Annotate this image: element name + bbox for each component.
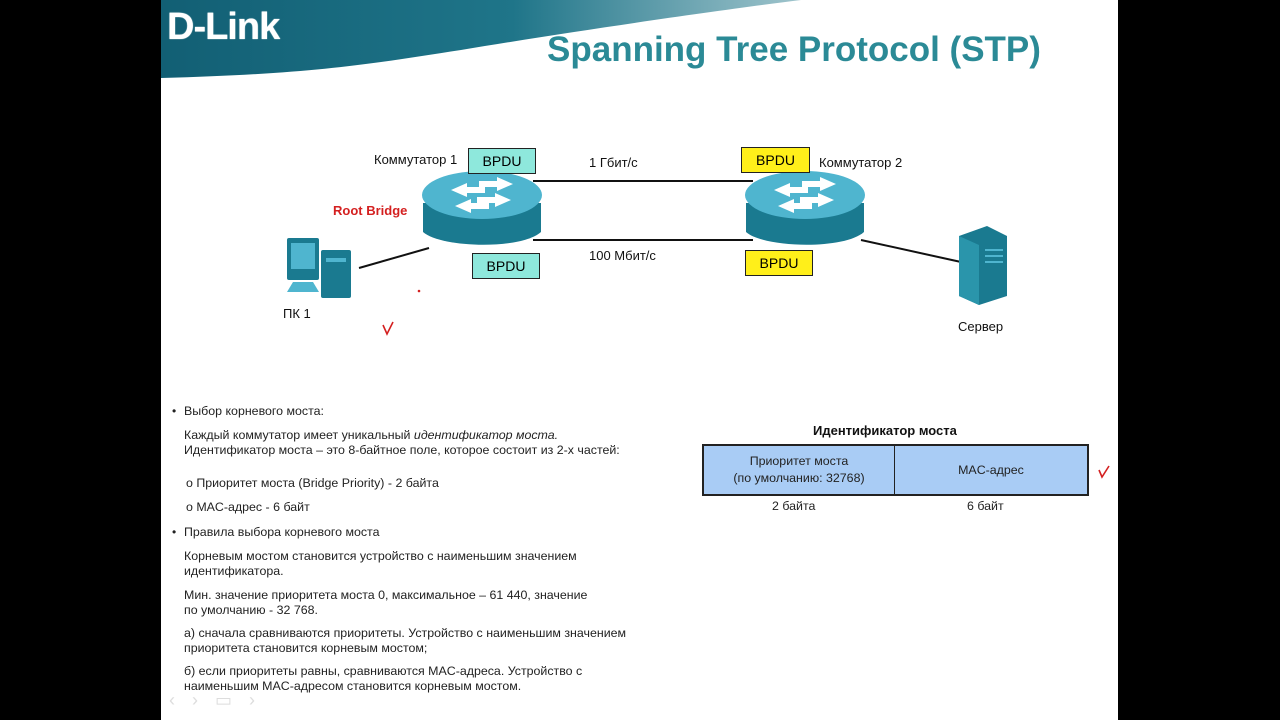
network-diagram (287, 171, 1007, 336)
link-top-label: 1 Гбит/с (589, 155, 638, 170)
switch-2-icon (745, 171, 865, 245)
link-bottom-label: 100 Мбит/с (589, 248, 656, 263)
bpdu-switch1-top: BPDU (468, 148, 536, 174)
cell-priority-line1: Приоритет моста (749, 454, 849, 468)
subitem-mac: o MAC-адрес - 6 байт (186, 500, 310, 514)
bpdu-switch1-bottom: BPDU (472, 253, 540, 279)
link-pc (358, 247, 430, 269)
subitem-priority: o Приоритет моста (Bridge Priority) - 2 … (186, 476, 439, 490)
pc-label: ПК 1 (283, 306, 311, 321)
server-icon (959, 226, 1007, 305)
bpdu-switch2-top: BPDU (741, 147, 810, 173)
size-priority: 2 байта (772, 499, 816, 513)
subitem-mac-text: MAC-адрес - 6 байт (196, 500, 310, 514)
link-server (860, 239, 962, 263)
dlink-logo: D-Link (167, 6, 280, 48)
paragraph-rule-1: Корневым мостом становится устройство с … (184, 549, 577, 578)
slide-nav-icons[interactable]: ‹ › ▭ › (169, 690, 261, 710)
checkmark-icon (382, 321, 394, 336)
bullet-root-selection: Выбор корневого моста: (172, 404, 324, 419)
subitem-priority-text: Приоритет моста (Bridge Priority) - 2 ба… (196, 476, 439, 490)
cell-mac: MAC-адрес (958, 462, 1024, 477)
cell-priority: Приоритет моста (по умолчанию: 32768) (704, 446, 895, 494)
switch-2-label: Коммутатор 2 (819, 155, 903, 170)
paragraph-rule-4: б) если приоритеты равны, сравниваются M… (184, 664, 583, 693)
slide: D-Link Spanning Tree Protocol (STP) (161, 0, 1118, 720)
p1b-text: Идентификатор моста – это 8-байтное поле… (184, 443, 620, 457)
bridge-id-table: Приоритет моста (по умолчанию: 32768) MAC… (702, 444, 1089, 496)
switch-1-label: Коммутатор 1 (374, 152, 458, 167)
p1-italic: идентификатор моста. (413, 428, 559, 442)
table-title: Идентификатор моста (813, 423, 957, 438)
red-dot (417, 289, 421, 293)
root-bridge-label: Root Bridge (333, 203, 408, 218)
paragraph-bridge-id: Каждый коммутатор имеет уникальный идент… (184, 428, 644, 458)
paragraph-rule-2: Мин. значение приоритета моста 0, максим… (184, 588, 588, 617)
switch-1-icon (422, 171, 542, 245)
size-mac: 6 байт (967, 499, 1004, 513)
checkmark-icon (1098, 465, 1110, 479)
paragraph-rule-3: а) сначала сравниваются приоритеты. Устр… (184, 626, 627, 655)
bullet-rules: Правила выбора корневого моста (172, 525, 380, 540)
cell-priority-line2: (по умолчанию: 32768) (733, 471, 865, 485)
pc-icon (287, 238, 351, 298)
server-label: Сервер (958, 319, 1004, 334)
bpdu-switch2-bottom: BPDU (745, 250, 813, 276)
page-title: Spanning Tree Protocol (STP) (547, 30, 1041, 69)
header-band (161, 0, 801, 78)
p1-text: Каждый коммутатор имеет уникальный (184, 428, 411, 442)
